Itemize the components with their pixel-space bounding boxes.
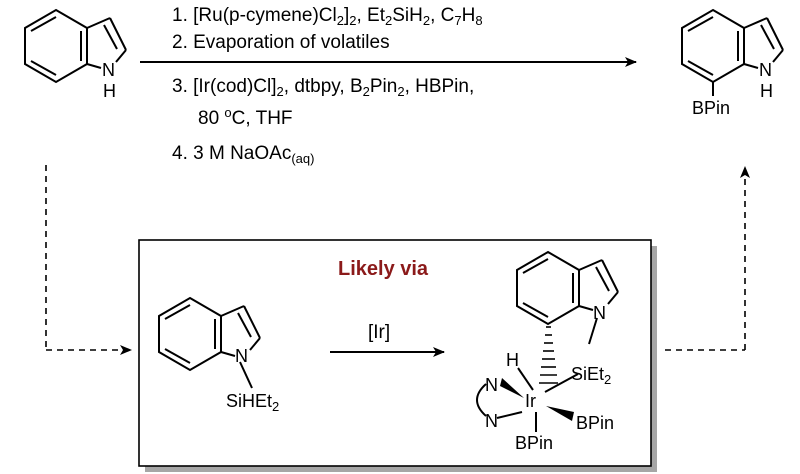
wedge-bond-bpin: [546, 406, 574, 421]
condition-step-1: 1. [Ru(p-cymene)Cl2]2, Et2SiH2, C7H8: [172, 5, 483, 28]
indole-structure: [24, 8, 127, 84]
likely-via-title: Likely via: [338, 258, 429, 280]
hashed-bond: [539, 326, 558, 384]
complex-ligand-n2: N: [485, 411, 498, 431]
condition-step-2: 2. Evaporation of volatiles: [172, 32, 390, 53]
condition-step-3-line-2: 80 oC, THF: [198, 105, 293, 129]
complex-bpin-bottom: BPin: [515, 433, 554, 453]
product-bpin-label: BPin: [692, 98, 731, 118]
complex-n-label: N: [593, 303, 606, 323]
complex-h-label: H: [506, 350, 519, 370]
product-n-label: N: [759, 60, 772, 80]
silyl-indole-si-label: SiHEt2: [226, 391, 280, 414]
dashed-arrowhead-in: [120, 345, 132, 355]
silyl-indole-structure: [158, 296, 261, 389]
condition-step-3: 3. [Ir(cod)Cl]2, dtbpy, B2Pin2, HBPin,: [172, 76, 475, 99]
dashed-arrowhead-up: [740, 166, 750, 178]
dashed-connectors: [45, 165, 746, 351]
complex-ligand-n1: N: [485, 375, 498, 395]
product-h-label: H: [760, 81, 773, 101]
ir-catalyst-label: [Ir]: [368, 322, 391, 343]
iridium-complex-structure: [476, 250, 619, 432]
product-structure: [681, 8, 784, 96]
complex-sieet-label: SiEt2: [571, 364, 612, 387]
wedge-bond-ligand-n: [500, 378, 524, 398]
indole-n-label: N: [102, 60, 115, 80]
complex-bpin-right: BPin: [576, 413, 615, 433]
silyl-indole-n-label: N: [235, 346, 248, 366]
complex-ir-label: Ir: [525, 391, 536, 411]
condition-step-4: 4. 3 M NaOAc(aq): [172, 143, 315, 166]
indole-h-label: H: [103, 81, 116, 101]
